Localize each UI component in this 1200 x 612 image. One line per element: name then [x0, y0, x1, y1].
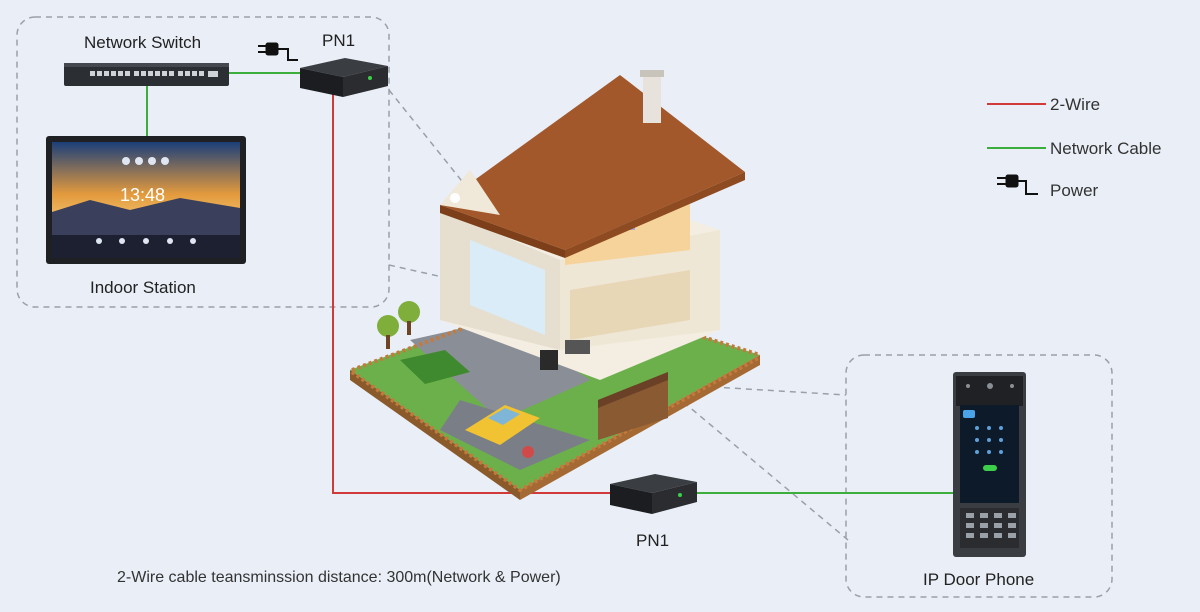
pn1-top-label: PN1: [322, 31, 356, 50]
power-icon: [997, 174, 1038, 195]
distance-caption: 2-Wire cable teansminssion distance: 300…: [117, 569, 561, 586]
legend-network-cable-label: Network Cable: [1050, 139, 1162, 158]
leader-line-4: [674, 394, 849, 541]
ip-door-phone-label: IP Door Phone: [923, 570, 1035, 589]
indoor-station-label: Indoor Station: [90, 278, 196, 297]
legend-two-wire-label: 2-Wire: [1050, 95, 1101, 114]
screen-clock: 13:48: [120, 185, 166, 205]
ip-door-phone-device: [953, 372, 1026, 557]
leader-line-1: [388, 89, 466, 186]
door-group-box: [845, 354, 1113, 598]
pn1-bottom-label: PN1: [636, 531, 670, 550]
legend-power-label: Power: [1050, 181, 1099, 200]
house-illustration: [350, 70, 761, 500]
power-plug-top: [258, 42, 298, 61]
indoor-station-device: [46, 136, 246, 264]
indoor-group-box: [16, 16, 390, 308]
network-switch-device: [64, 63, 229, 86]
pn1-bottom-device: [610, 474, 697, 514]
network-switch-label: Network Switch: [84, 33, 202, 52]
pn1-top-device: [300, 58, 388, 97]
